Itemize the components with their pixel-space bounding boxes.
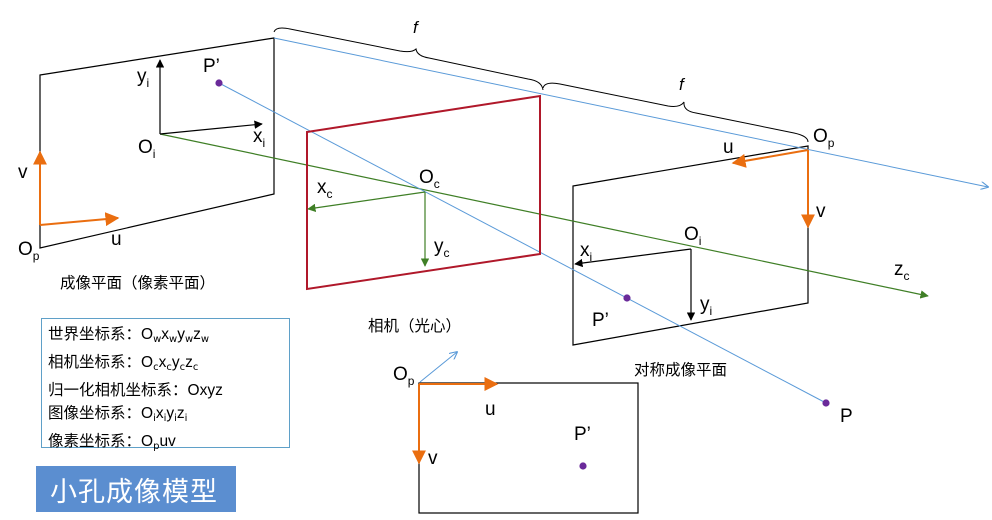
point-p-prime-bottom: [579, 462, 587, 470]
legend-subscript: w: [153, 334, 162, 345]
label-v-left: v: [18, 162, 28, 183]
legend-symbol: z: [193, 326, 201, 343]
label-xc: xc: [317, 177, 333, 201]
label-oi-left: Oi: [138, 137, 155, 161]
label-yc: yc: [434, 236, 450, 260]
legend-subscript: i: [184, 413, 188, 424]
focal-label-top: f: [413, 18, 420, 37]
legend-subscript: c: [166, 362, 172, 373]
legend-symbol: O: [141, 433, 154, 450]
axis-xi-right: [574, 248, 692, 268]
legend-row-label: 世界坐标系：: [48, 325, 142, 343]
legend-subscript: c: [192, 362, 199, 373]
pixel-plane-bottom: [418, 382, 639, 514]
label-v-bottom: v: [428, 448, 438, 469]
label-oi-right: Oi: [684, 224, 701, 248]
legend-subscript: w: [169, 334, 178, 345]
label-p-prime-left: P’: [203, 56, 220, 77]
focal-label-right: f: [679, 75, 686, 94]
legend-subscript: i: [153, 413, 156, 424]
legend-row: 世界坐标系：Owxwywzw: [48, 323, 289, 351]
label-zc: zc: [894, 259, 910, 283]
legend-row: 相机坐标系：Ocxcyczc: [48, 351, 289, 379]
legend-row: 图像坐标系：Oixiyizi: [48, 402, 289, 430]
legend-symbol: x: [155, 405, 164, 422]
label-p: P: [840, 406, 853, 427]
legend-symbol: y: [177, 326, 185, 343]
image-plane-left: [39, 37, 275, 249]
label-xi-right: xi: [580, 240, 592, 264]
label-yi-left: yi: [137, 66, 149, 90]
legend-subscript: i: [174, 413, 177, 424]
legend-row: 像素坐标系：Opuv: [48, 430, 289, 458]
legend-symbol: O: [141, 405, 154, 422]
legend-row-label: 像素坐标系：: [48, 432, 142, 450]
legend-row-label: 归一化相机坐标系：: [48, 381, 188, 399]
point-p-prime-left: [215, 79, 223, 87]
legend-symbol: Oxyz: [187, 382, 223, 399]
legend-subscript: c: [179, 362, 186, 373]
legend-symbol: x: [161, 326, 170, 343]
label-u-bottom: u: [485, 399, 496, 420]
bottom-ray-stub: [419, 352, 457, 383]
optical-axis-zc: [159, 133, 929, 299]
legend-subscript: c: [153, 362, 159, 373]
label-u-right: u: [723, 137, 734, 158]
legend-subscript: i: [163, 413, 167, 424]
focal-brace-top: [273, 27, 544, 91]
label-u-left: u: [111, 229, 122, 250]
label-xi-left: xi: [253, 126, 265, 150]
legend-subscript: p: [153, 441, 160, 452]
caption-symmetric-plane: 对称成像平面: [634, 361, 727, 379]
label-p-prime-bottom: P’: [574, 424, 591, 445]
caption-image-plane: 成像平面（像素平面）: [60, 274, 215, 292]
label-oc: Oc: [419, 167, 440, 191]
axis-xi-left: [159, 120, 263, 135]
label-op-bottom: Op: [393, 364, 415, 388]
legend-symbol: x: [158, 354, 167, 371]
symmetric-image-plane: [572, 145, 809, 346]
legend-symbol: y: [171, 354, 180, 371]
legend-symbol: O: [141, 354, 154, 371]
legend-row-label: 相机坐标系：: [48, 353, 142, 371]
label-v-right: v: [816, 201, 826, 222]
ray-p-prime-to-p: [218, 82, 827, 404]
legend-subscript: w: [200, 334, 210, 345]
legend-symbol: z: [176, 405, 185, 422]
caption-camera: 相机（光心）: [368, 317, 461, 335]
axis-u-left: [39, 212, 120, 227]
legend-row-label: 图像坐标系：: [48, 404, 142, 422]
label-yi-right: yi: [700, 294, 712, 318]
camera-plane: [306, 94, 541, 291]
axis-u-right: [731, 149, 809, 168]
legend-row: 归一化相机坐标系：Oxyz: [48, 379, 289, 402]
focal-brace-right: [542, 82, 809, 143]
label-p-prime-right: P’: [592, 310, 609, 331]
label-op-left: Op: [18, 239, 40, 263]
label-op-right: Op: [813, 126, 835, 150]
ray-top: [273, 37, 988, 187]
legend-symbol: y: [166, 405, 175, 422]
legend-symbol: uv: [159, 433, 176, 450]
diagram-title: 小孔成像模型: [36, 466, 236, 512]
axis-xc: [307, 191, 426, 213]
legend-symbol: z: [185, 354, 193, 371]
point-p: [822, 399, 830, 407]
legend-symbol: O: [141, 326, 154, 343]
legend-subscript: w: [184, 334, 194, 345]
point-p-prime-right: [623, 294, 631, 302]
